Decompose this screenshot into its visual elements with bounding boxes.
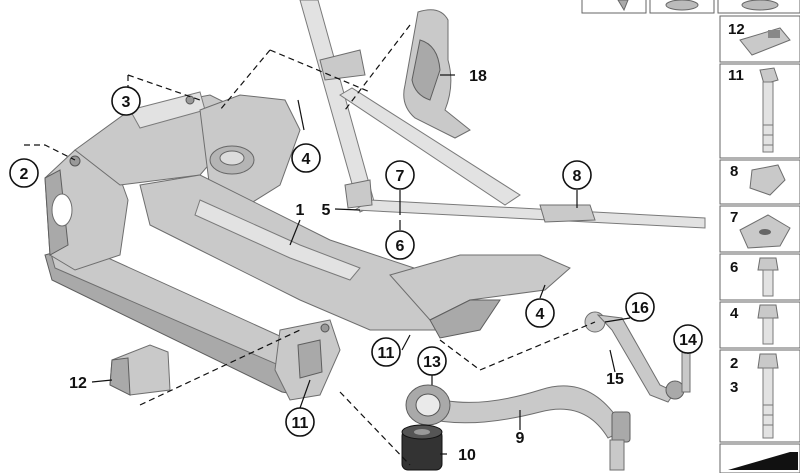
svg-text:15: 15 <box>606 371 624 388</box>
callout-5: 5 <box>322 202 331 219</box>
bushing-10 <box>401 424 443 471</box>
bracket-18 <box>109 344 171 396</box>
svg-text:1: 1 <box>296 202 305 219</box>
callout-13: 14 <box>673 324 703 354</box>
callout-11-mid: 11 <box>371 337 401 367</box>
svg-text:11: 11 <box>728 67 744 84</box>
dashed-leaders <box>24 24 596 466</box>
callout-7: 7 <box>385 160 415 190</box>
callout-4-top: 4 <box>291 143 321 173</box>
svg-text:11: 11 <box>378 345 395 362</box>
svg-text:11: 11 <box>292 415 309 432</box>
bushing-12 <box>405 384 451 426</box>
callout-2: 2 <box>9 158 39 188</box>
callout-12: 13 <box>417 346 447 376</box>
svg-text:6: 6 <box>396 238 405 255</box>
svg-text:3: 3 <box>122 94 131 111</box>
callout-9: 9 <box>516 430 525 447</box>
callout-3: 3 <box>111 86 141 116</box>
svg-text:2: 2 <box>20 166 29 183</box>
callout-15: 16 <box>625 292 655 322</box>
svg-text:7: 7 <box>730 209 738 226</box>
callout-16: 18 <box>469 68 487 85</box>
control-arm <box>424 385 631 471</box>
heat-shield <box>403 9 471 139</box>
callout-8: 8 <box>562 160 592 190</box>
svg-text:2: 2 <box>730 355 738 372</box>
svg-text:3: 3 <box>730 379 738 396</box>
svg-text:14: 14 <box>679 332 697 349</box>
svg-text:16: 16 <box>631 300 649 317</box>
tension-strut <box>584 311 691 403</box>
parts-panel: 12 11 8 7 6 4 2 3 <box>581 0 800 473</box>
callout-4-right: 4 <box>525 298 555 328</box>
callout-6: 6 <box>385 230 415 260</box>
svg-text:4: 4 <box>302 151 311 168</box>
svg-text:12: 12 <box>69 375 87 392</box>
svg-text:8: 8 <box>573 168 582 185</box>
svg-text:8: 8 <box>730 163 738 180</box>
svg-text:12: 12 <box>728 21 745 38</box>
callout-10: 10 <box>458 447 476 464</box>
svg-text:13: 13 <box>423 354 441 371</box>
svg-text:7: 7 <box>396 168 405 185</box>
svg-text:5: 5 <box>322 202 331 219</box>
callout-11-low: 11 <box>285 407 315 437</box>
svg-text:18: 18 <box>469 68 487 85</box>
front-brace <box>299 0 706 229</box>
svg-text:9: 9 <box>516 430 525 447</box>
svg-text:6: 6 <box>730 259 738 276</box>
svg-text:4: 4 <box>730 305 739 322</box>
svg-text:10: 10 <box>458 447 476 464</box>
callout-1: 1 <box>296 202 305 219</box>
svg-text:4: 4 <box>536 306 545 323</box>
callout-14: 15 <box>606 371 624 388</box>
front-axle-subframe <box>44 91 571 401</box>
callout-18: 12 <box>69 375 87 392</box>
